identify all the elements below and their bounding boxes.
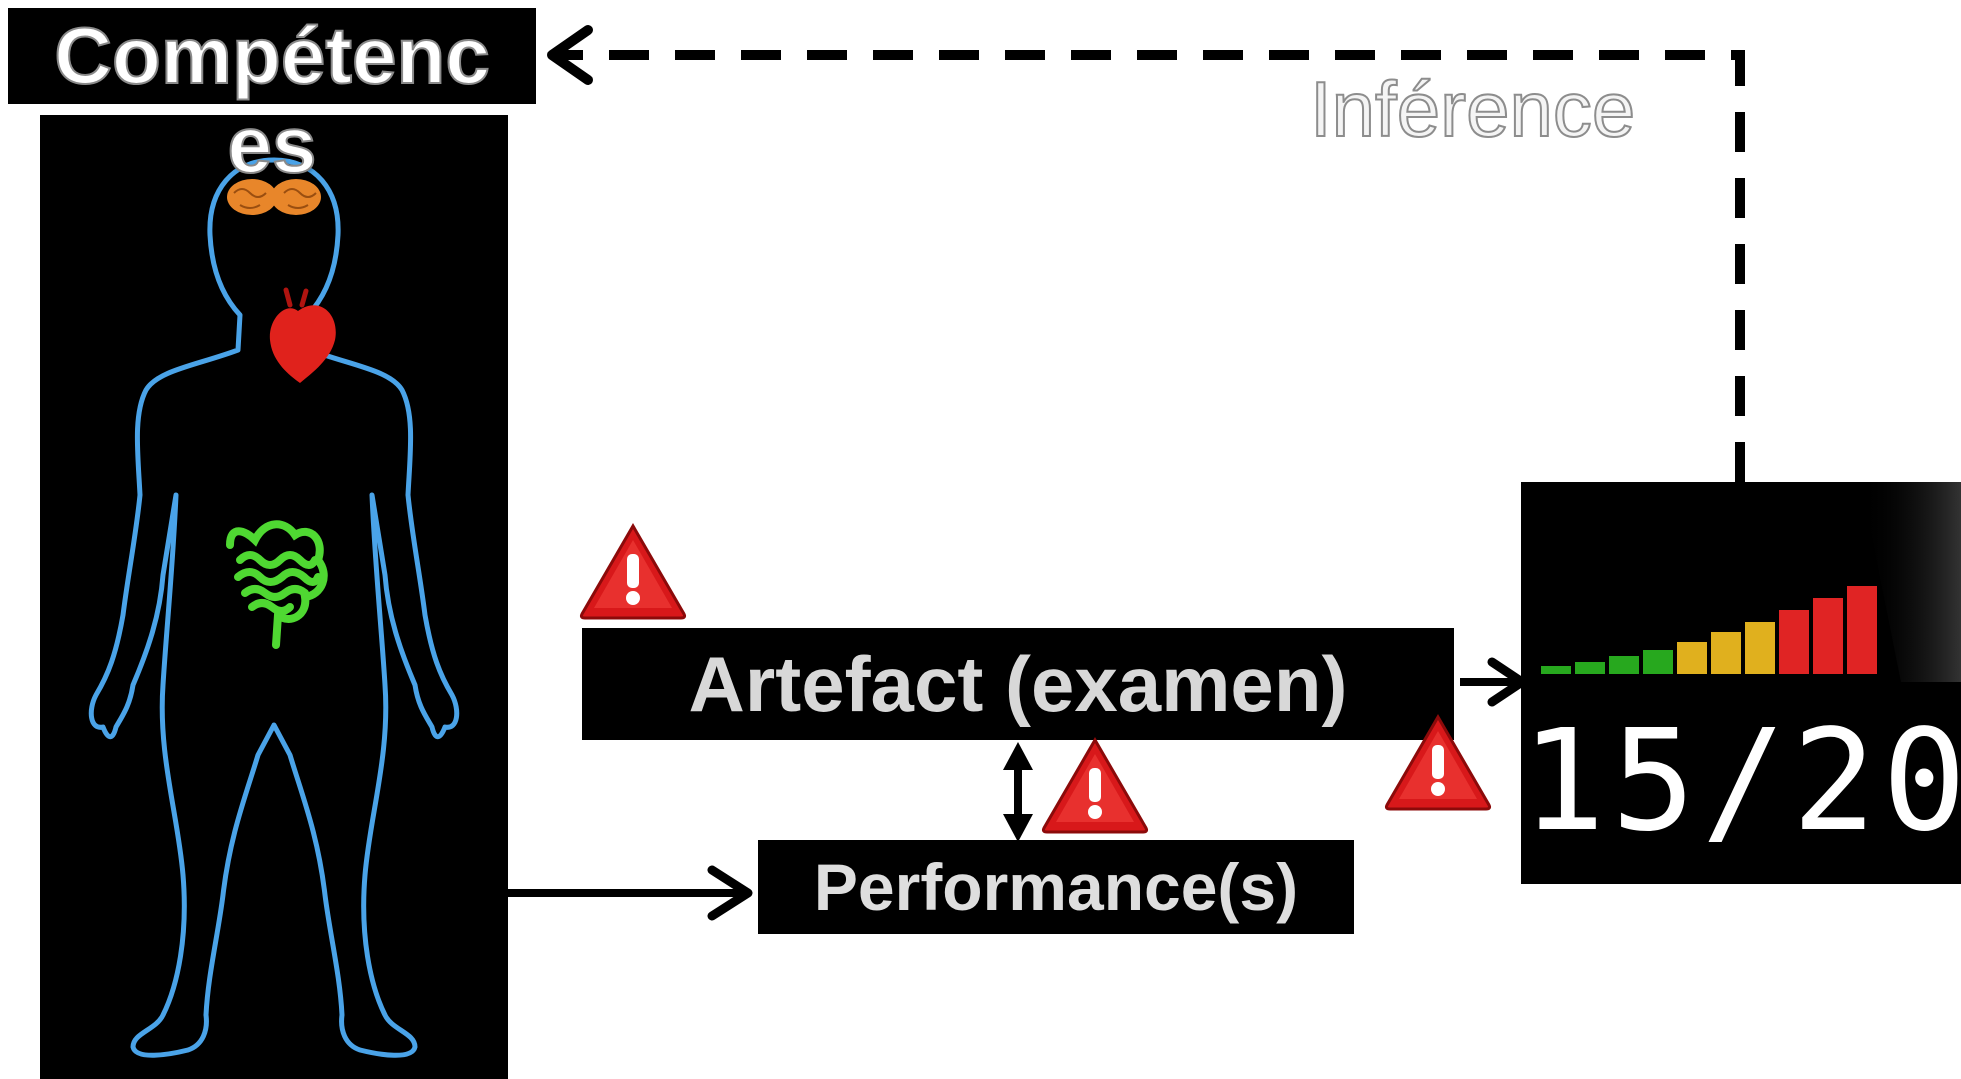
warning-icon: [579, 523, 687, 620]
score-panel: 15/20: [1521, 482, 1961, 884]
inference-dashed-line: [560, 50, 1745, 482]
competences-title-wrap: es: [227, 100, 318, 189]
score-gauge-icon: [1541, 482, 1961, 682]
competences-title-text: Compétenc: [53, 11, 491, 100]
artefact-label: Artefact (examen): [688, 639, 1348, 728]
inference-label: Inférence: [1309, 65, 1636, 153]
human-body-panel: [40, 115, 508, 1079]
brain-icon: [227, 179, 321, 215]
intestines-icon: [226, 520, 328, 649]
score-value: 15/20: [1521, 700, 1961, 863]
performance-label: Performance(s): [813, 850, 1299, 924]
performance-box: Performance(s): [758, 840, 1354, 934]
artefact-box: Artefact (examen): [582, 628, 1454, 740]
heart-icon: [269, 287, 336, 383]
inference-arrowhead: [547, 25, 593, 85]
competences-title: Compétenc: [8, 8, 536, 104]
body-to-performance-arrowhead: [707, 865, 753, 921]
warning-icon: [1384, 714, 1492, 811]
double-arrow-head-down: [1003, 814, 1033, 842]
double-arrow-head-up: [1003, 742, 1033, 770]
human-body-outline-icon: [88, 157, 460, 1058]
warning-icon: [1041, 737, 1149, 834]
